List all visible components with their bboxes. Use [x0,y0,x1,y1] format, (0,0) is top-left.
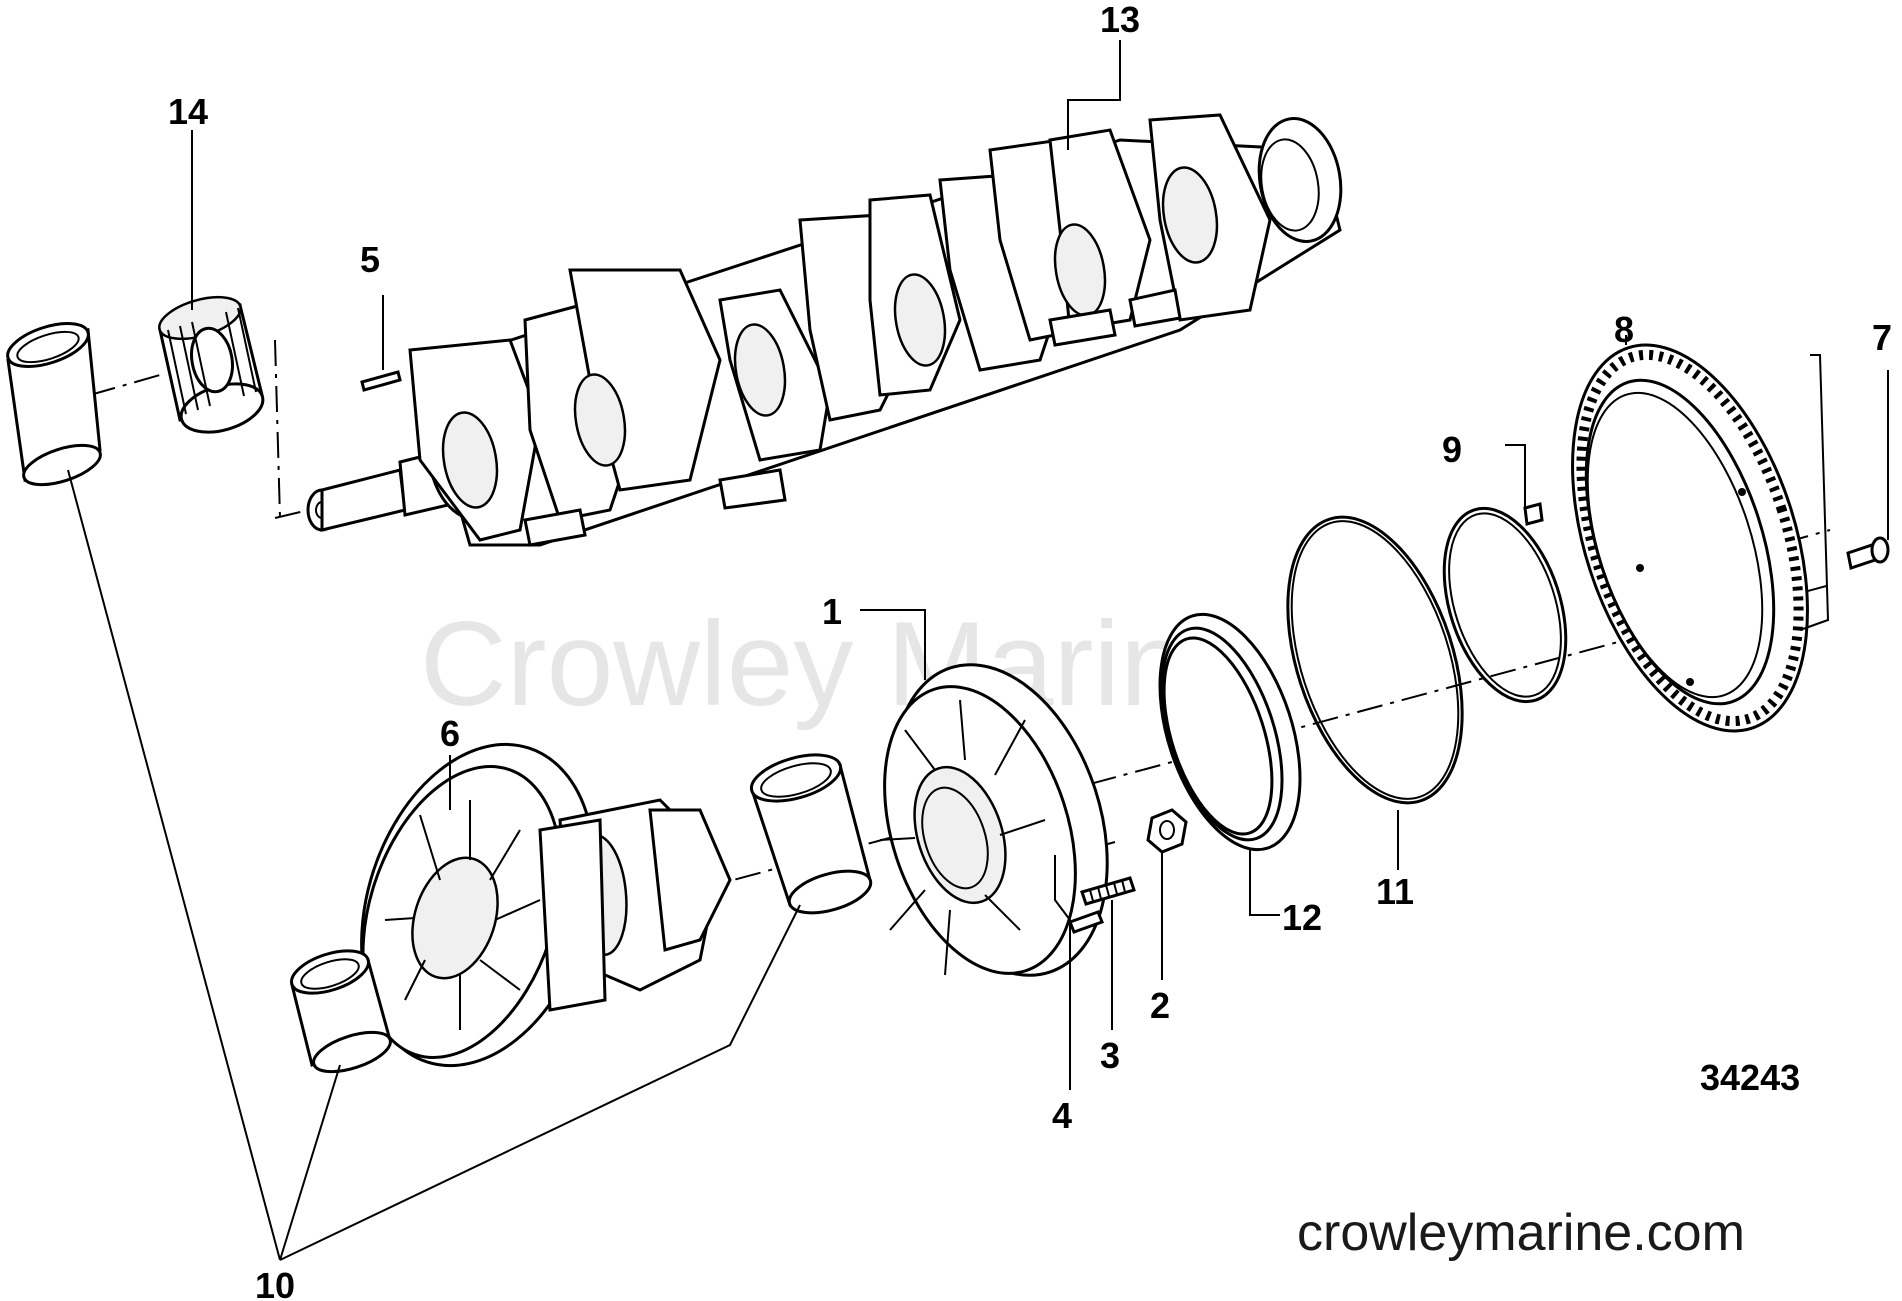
crankshaft [306,113,1343,547]
callout-8: 8 [1614,309,1634,350]
callout-9: 9 [1442,429,1462,470]
crankshaft-rear-section [538,798,732,1012]
website-label: crowleymarine.com [1297,1204,1745,1262]
crankshaft-gear [158,295,265,434]
callout-10: 10 [255,1265,295,1301]
callout-3: 3 [1100,1035,1120,1076]
retaining-ring [1442,502,1568,704]
rear-oil-seal [1158,612,1302,852]
bearing-sleeve-middle [749,753,873,915]
callout-2: 2 [1150,985,1170,1026]
callout-7: 7 [1872,317,1892,358]
dowel-pin [1068,910,1104,934]
figure-number: 34243 [1700,1057,1800,1098]
stud [1080,876,1136,906]
nut [1146,808,1188,854]
callout-1: 1 [822,591,842,632]
rear-seal-housing [879,663,1109,977]
bearing-housing [360,742,596,1068]
screw [1846,536,1890,570]
reluctor-wheel [1571,343,1809,733]
bearing-sleeve-top-left [6,322,102,487]
callout-4: 4 [1052,1095,1072,1136]
callout-14: 14 [168,91,208,132]
callout-13: 13 [1100,0,1140,40]
callout-12: 12 [1282,897,1322,938]
watermark: Crowley Marine [420,597,1254,731]
leader-lines [67,40,1889,1261]
callout-6: 6 [440,713,460,754]
callout-11: 11 [1376,871,1414,912]
bearing-sleeve-lower-left [290,949,392,1074]
key [360,370,402,392]
callouts: 1 2 3 4 5 6 7 8 9 10 11 12 13 14 [168,0,1892,1301]
callout-5: 5 [360,239,380,280]
o-ring [1286,515,1464,805]
